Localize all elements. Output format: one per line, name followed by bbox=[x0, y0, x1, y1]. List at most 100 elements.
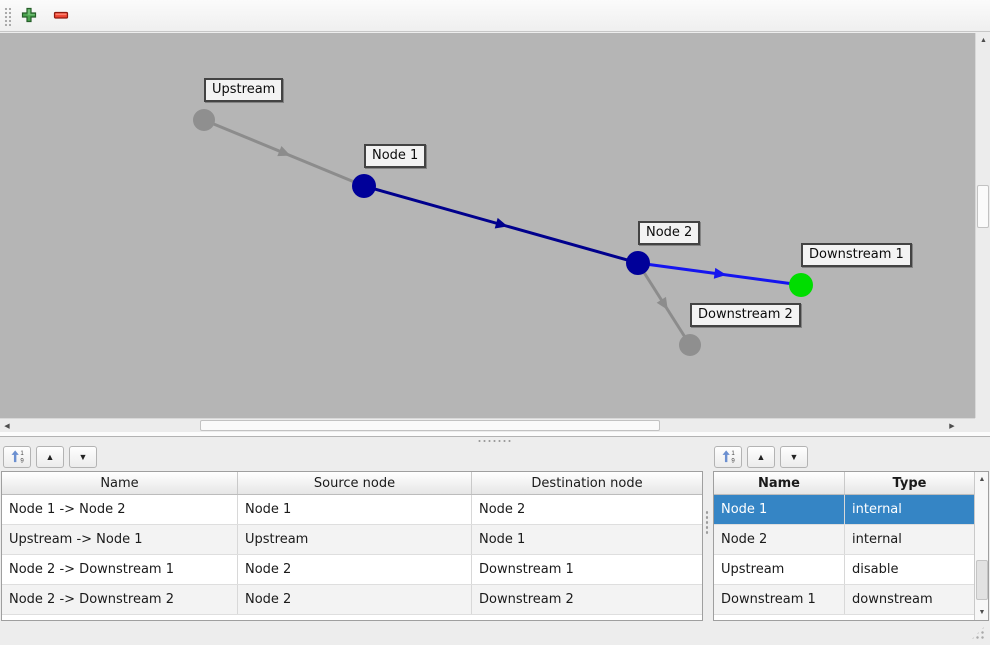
splitter-grip-icon[interactable] bbox=[477, 439, 511, 443]
nodes-scrollbar-thumb[interactable] bbox=[976, 560, 988, 600]
graph-node[interactable] bbox=[352, 174, 376, 198]
triangle-right-icon: ▶ bbox=[949, 423, 955, 430]
svg-text:1: 1 bbox=[731, 450, 735, 457]
graph-node[interactable] bbox=[789, 273, 813, 297]
scroll-down-button[interactable]: ▼ bbox=[975, 605, 988, 620]
triangle-down-icon: ▼ bbox=[78, 452, 88, 462]
table-cell: Downstream 1 bbox=[714, 585, 845, 614]
vertical-scrollbar-thumb[interactable] bbox=[977, 185, 989, 228]
horizontal-scrollbar-thumb[interactable] bbox=[200, 420, 660, 431]
nodes-table-scrollbar[interactable]: ▲ ▼ bbox=[974, 472, 988, 620]
table-cell: Node 1 bbox=[479, 532, 526, 547]
splitter-line bbox=[0, 436, 990, 437]
edge-arrow-icon bbox=[277, 146, 291, 157]
plus-icon bbox=[21, 7, 37, 26]
nodes-sort-button[interactable]: 1 9 bbox=[714, 446, 742, 468]
table-cell: Node 1 bbox=[714, 495, 845, 524]
table-cell: Node 2 bbox=[479, 502, 526, 517]
node-label[interactable]: Upstream bbox=[204, 78, 284, 102]
remove-button[interactable] bbox=[49, 4, 73, 28]
triangle-up-icon: ▲ bbox=[45, 452, 55, 462]
edges-move-down-button[interactable]: ▼ bbox=[69, 446, 97, 468]
nodes-table-header-row: Name Type bbox=[714, 472, 974, 495]
column-header[interactable]: Source node bbox=[238, 472, 472, 494]
table-cell: Node 1 bbox=[238, 495, 472, 524]
sort-ascending-icon: 1 9 bbox=[721, 449, 736, 466]
canvas-vertical-scrollbar[interactable]: ▲ ▼ bbox=[975, 33, 990, 432]
scroll-right-button[interactable]: ▶ bbox=[945, 419, 959, 433]
table-cell: Node 1 -> Node 2 bbox=[2, 495, 238, 524]
table-cell: Upstream bbox=[714, 555, 845, 584]
edge-arrow-icon bbox=[713, 267, 727, 279]
table-cell: Downstream 2 bbox=[479, 592, 574, 607]
table-cell: internal bbox=[852, 502, 902, 517]
table-cell: Node 2 bbox=[714, 525, 845, 554]
table-row[interactable]: Node 1 internal bbox=[714, 495, 974, 525]
svg-text:9: 9 bbox=[731, 457, 735, 463]
node-label[interactable]: Downstream 1 bbox=[801, 243, 912, 267]
graph-drawing bbox=[193, 109, 813, 356]
table-cell: Upstream bbox=[238, 525, 472, 554]
column-header[interactable]: Name bbox=[2, 472, 238, 494]
add-button[interactable] bbox=[17, 4, 41, 28]
table-cell: internal bbox=[852, 532, 902, 547]
triangle-down-icon: ▼ bbox=[789, 452, 799, 462]
node-label[interactable]: Node 1 bbox=[364, 144, 427, 168]
table-cell: Node 2 bbox=[238, 555, 472, 584]
scroll-left-button[interactable]: ◀ bbox=[0, 419, 14, 433]
graph-node[interactable] bbox=[679, 334, 701, 356]
vertical-pane-splitter[interactable] bbox=[705, 510, 710, 534]
canvas-horizontal-scrollbar[interactable]: ◀ ▶ bbox=[0, 418, 975, 432]
scrollbar-corner bbox=[975, 418, 990, 432]
empty-table-strip bbox=[714, 615, 974, 620]
table-cell: Node 2 -> Downstream 1 bbox=[2, 555, 238, 584]
table-cell: Downstream 1 bbox=[479, 562, 574, 577]
nodes-move-down-button[interactable]: ▼ bbox=[780, 446, 808, 468]
table-row[interactable]: Downstream 1 downstream bbox=[714, 585, 974, 615]
sort-ascending-icon: 1 9 bbox=[10, 449, 25, 466]
column-header[interactable]: Name bbox=[714, 472, 845, 494]
table-cell: disable bbox=[852, 562, 899, 577]
edges-move-up-button[interactable]: ▲ bbox=[36, 446, 64, 468]
scroll-up-button[interactable]: ▲ bbox=[976, 33, 990, 47]
table-row[interactable]: Node 2 internal bbox=[714, 525, 974, 555]
node-label[interactable]: Downstream 2 bbox=[690, 303, 801, 327]
column-header[interactable]: Type bbox=[892, 475, 927, 491]
triangle-up-icon: ▲ bbox=[756, 452, 766, 462]
edge-arrow-icon bbox=[656, 296, 668, 310]
triangle-up-icon: ▲ bbox=[980, 36, 987, 44]
graph-node[interactable] bbox=[193, 109, 215, 131]
table-cell: Upstream -> Node 1 bbox=[2, 525, 238, 554]
horizontal-pane-splitter[interactable] bbox=[0, 432, 990, 444]
edge-arrow-icon bbox=[494, 217, 508, 229]
table-cell: downstream bbox=[852, 592, 933, 607]
table-row[interactable]: Upstream disable bbox=[714, 555, 974, 585]
node-label[interactable]: Node 2 bbox=[638, 221, 701, 245]
svg-text:1: 1 bbox=[20, 450, 24, 457]
scroll-up-button[interactable]: ▲ bbox=[975, 472, 988, 487]
table-cell: Node 2 bbox=[238, 585, 472, 614]
table-cell: Node 2 -> Downstream 2 bbox=[2, 585, 238, 614]
empty-table-strip bbox=[2, 615, 702, 620]
column-header[interactable]: Destination node bbox=[531, 475, 643, 491]
triangle-down-icon: ▼ bbox=[978, 609, 986, 616]
main-toolbar bbox=[0, 0, 990, 32]
triangle-up-icon: ▲ bbox=[978, 476, 986, 483]
graph-node[interactable] bbox=[626, 251, 650, 275]
edges-sort-button[interactable]: 1 9 bbox=[3, 446, 31, 468]
toolbar-drag-handle-icon[interactable] bbox=[4, 7, 11, 26]
minus-icon bbox=[53, 7, 69, 26]
nodes-move-up-button[interactable]: ▲ bbox=[747, 446, 775, 468]
triangle-left-icon: ◀ bbox=[4, 423, 10, 430]
